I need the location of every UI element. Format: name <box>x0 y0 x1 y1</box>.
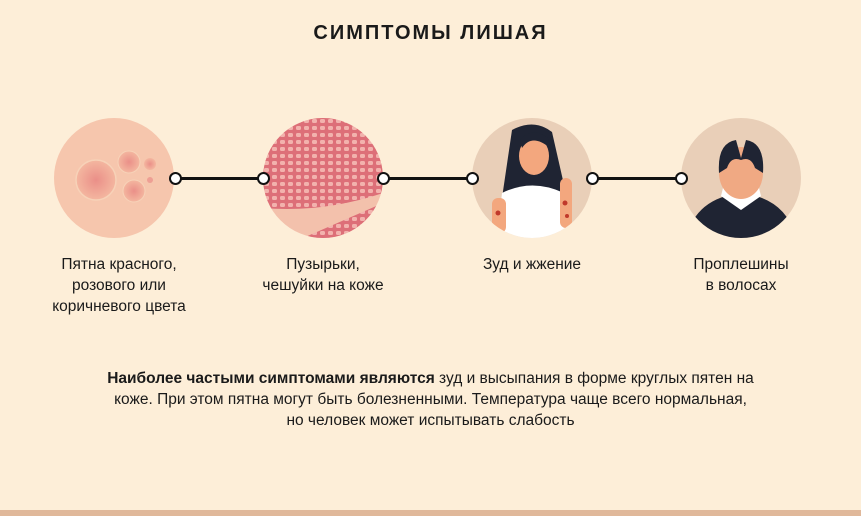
connector-node <box>586 172 599 185</box>
description-line: коже. При этом пятна могут быть болезнен… <box>114 391 747 408</box>
label-line: розового или <box>72 277 166 294</box>
description-bold: Наиболее частыми симптомами являются <box>107 370 435 387</box>
symptom-label-itching: Зуд и жжение <box>437 254 627 275</box>
page-title: СИМПТОМЫ ЛИШАЯ <box>313 22 548 44</box>
connector-line <box>178 177 264 180</box>
label-line: Зуд и жжение <box>482 256 582 273</box>
connector-line <box>386 177 472 180</box>
itching-woman-image <box>472 118 592 238</box>
label-line: Пузырьки, <box>286 256 360 273</box>
label-line: коричневого цвета <box>52 298 186 315</box>
label-line: в волосах <box>705 277 777 294</box>
label-line: Проплешины <box>693 256 789 273</box>
connector-line <box>595 177 681 180</box>
description-text: Наиболее частыми симптомами являются зуд… <box>40 368 821 431</box>
label-line: чешуйки на коже <box>262 277 384 294</box>
connector-node <box>169 172 182 185</box>
description-line: зуд и высыпания в форме круглых пятен на <box>434 370 754 387</box>
red-spots-skin-image <box>54 118 174 238</box>
symptom-label-blisters: Пузырьки, чешуйки на коже <box>228 254 418 296</box>
symptom-label-spots: Пятна красного, розового или коричневого… <box>24 254 214 317</box>
connector-node <box>377 172 390 185</box>
connector-node <box>466 172 479 185</box>
balding-man-image <box>681 118 801 238</box>
label-line: Пятна красного, <box>61 256 177 273</box>
connector-node <box>675 172 688 185</box>
description-line: но человек может испытывать слабость <box>286 412 575 429</box>
bottom-bar <box>0 510 861 516</box>
symptom-label-hair-loss: Проплешины в волосах <box>646 254 836 296</box>
scaly-skin-image <box>263 118 383 238</box>
connector-node <box>257 172 270 185</box>
